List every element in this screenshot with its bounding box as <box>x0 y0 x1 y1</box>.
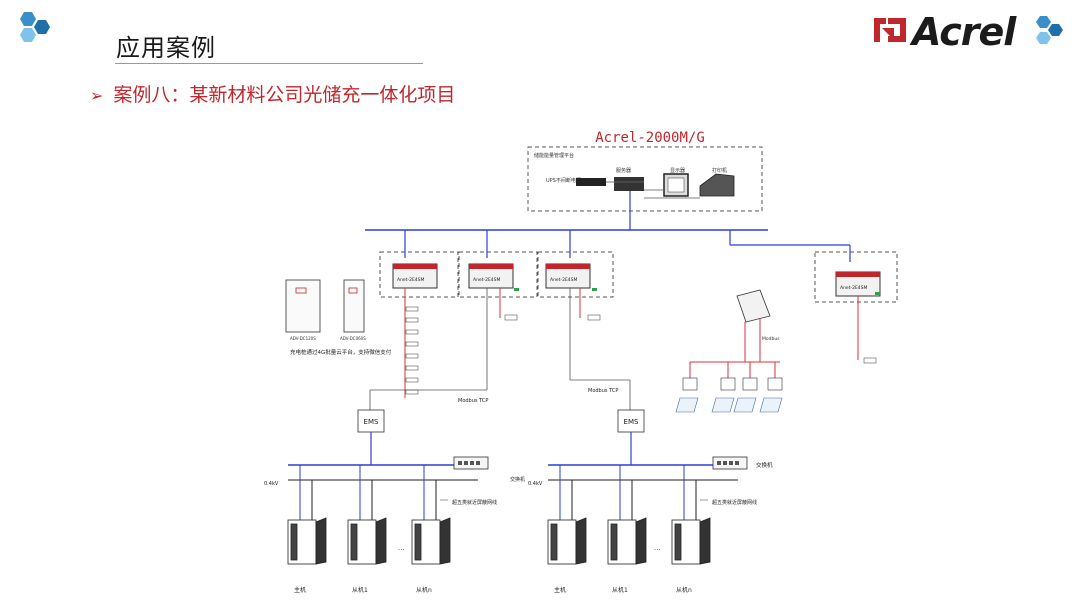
case-heading: ➢ 案例八：某新材料公司光储充一体化项目 <box>90 80 455 107</box>
gateway-device-3: Anet-2E4SM <box>545 263 591 289</box>
cabinet-label-right-2: 从机n <box>676 586 692 594</box>
platform-box-label: 储能能量管理平台 <box>534 152 574 159</box>
printer-device <box>699 173 735 197</box>
switch-right <box>712 456 748 470</box>
cabinet-right-main <box>547 517 587 565</box>
svg-text:Anet-2E4SM: Anet-2E4SM <box>397 277 425 283</box>
hex-cluster-icon <box>1036 16 1063 44</box>
switch-left <box>453 456 489 470</box>
modbus-tcp-right: Modbus TCP <box>588 388 618 394</box>
platform-box <box>527 146 763 212</box>
title-divider <box>115 63 423 64</box>
gateway-group-4 <box>814 251 898 303</box>
gateway-group-2 <box>458 251 538 298</box>
ellipsis-right: ... <box>654 544 661 552</box>
ups-device <box>576 178 606 186</box>
system-diagram: Acrel-2000M/G 储能能量管理平台 UPS不间断电源 服务器 显示器 … <box>264 130 898 594</box>
modbus-tcp-left: Modbus TCP <box>458 398 488 404</box>
cabinet-left-slaven <box>411 517 451 565</box>
printer-label: 打印机 <box>712 167 727 174</box>
charger-1: ADV-DC120S <box>285 279 321 341</box>
acrel-logo-mark-icon <box>874 18 906 42</box>
svg-text:Anet-2E4SM: Anet-2E4SM <box>840 285 868 291</box>
bus-label-left: 0.4kV <box>264 481 279 487</box>
switch-label-right: 交换机 <box>756 461 773 469</box>
svg-text:ADV-DC060S: ADV-DC060S <box>340 336 366 341</box>
switch-label-left: 交换机 <box>510 476 525 483</box>
gateway-group-3 <box>537 251 614 298</box>
ellipsis-left: ... <box>398 544 405 552</box>
modbus-label: Modbus <box>762 336 780 342</box>
svg-text:EMS: EMS <box>364 418 379 426</box>
charger-2: ADV-DC060S <box>340 279 366 341</box>
svg-text:Anet-2E4SM: Anet-2E4SM <box>550 277 578 283</box>
svg-text:Anet-2E4SM: Anet-2E4SM <box>473 277 501 283</box>
bus-label-right: 0.4kV <box>528 481 543 487</box>
cabinet-label-right-1: 从机1 <box>612 586 628 594</box>
hex-decoration-icon <box>20 12 50 42</box>
gateway-group-1 <box>379 251 459 298</box>
inverter-device <box>736 289 771 323</box>
cabinet-right-slave1 <box>607 517 647 565</box>
fiber-label-left: 超五类就近屏蔽网线 <box>452 499 497 506</box>
gateway-device-4: Anet-2E4SM <box>835 271 881 297</box>
server-label: 服务器 <box>616 167 631 174</box>
monitor-label: 显示器 <box>670 168 685 174</box>
platform-title: Acrel-2000M/G <box>595 130 705 146</box>
svg-text:EMS: EMS <box>624 418 639 426</box>
ups-label: UPS不间断电源 <box>546 177 581 184</box>
cabinet-label-left-0: 主机 <box>294 586 306 594</box>
page-title: 应用案例 <box>116 34 216 62</box>
logo-wordmark: Acrel <box>912 10 1016 54</box>
svg-text:ADV-DC120S: ADV-DC120S <box>290 336 316 341</box>
cabinet-right-slaven <box>671 517 711 565</box>
cabinet-label-left-1: 从机1 <box>352 586 368 594</box>
fiber-label-right: 超五类就近屏蔽网线 <box>712 499 757 506</box>
cabinet-label-right-0: 主机 <box>554 586 566 594</box>
server-device <box>614 177 644 191</box>
cabinet-left-main <box>287 517 327 565</box>
gateway-device-2: Anet-2E4SM <box>468 263 514 289</box>
cabinet-left-slave1 <box>347 517 387 565</box>
case-title: 案例八：某新材料公司光储充一体化项目 <box>113 84 456 106</box>
arrow-bullet-icon: ➢ <box>90 86 104 105</box>
pv-panels <box>675 397 783 413</box>
cabinet-label-left-2: 从机n <box>416 586 432 594</box>
gateway-device-1: Anet-2E4SM <box>392 263 438 289</box>
charger-caption: 充电桩通过4G批量云平台，支持微信支付 <box>290 348 392 356</box>
